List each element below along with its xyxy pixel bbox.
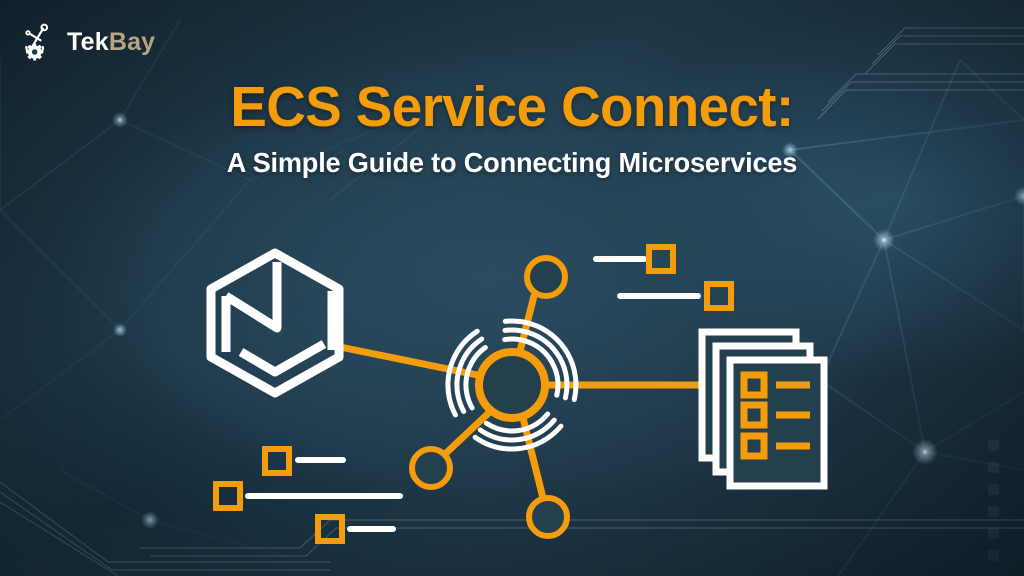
- hub-node: [475, 348, 549, 422]
- brand-name: TekBay: [67, 27, 156, 56]
- hero-text-block: ECS Service Connect: A Simple Guide to C…: [0, 75, 1024, 179]
- hub-signal-rings: [445, 318, 579, 452]
- node-bottom-left: [409, 446, 453, 490]
- brand-logo[interactable]: TekBay: [18, 22, 155, 62]
- node-top: [524, 255, 568, 299]
- badge-square-line-1: [262, 446, 346, 476]
- badge-line-square-2: [617, 281, 734, 311]
- page-subtitle: A Simple Guide to Connecting Microservic…: [226, 147, 798, 179]
- badge-square-line-2: [213, 481, 403, 511]
- badge-square-line-3: [315, 514, 396, 544]
- brand-name-part-1: Tek: [67, 27, 109, 56]
- hexagon-container-icon: [206, 248, 344, 398]
- page-title: ECS Service Connect:: [230, 75, 794, 139]
- anchor-gear-icon: [25, 23, 49, 61]
- badge-line-square-1: [593, 244, 676, 274]
- brand-name-part-2: Bay: [108, 27, 156, 56]
- document-stack-icon: [698, 328, 828, 490]
- node-bottom: [526, 495, 570, 539]
